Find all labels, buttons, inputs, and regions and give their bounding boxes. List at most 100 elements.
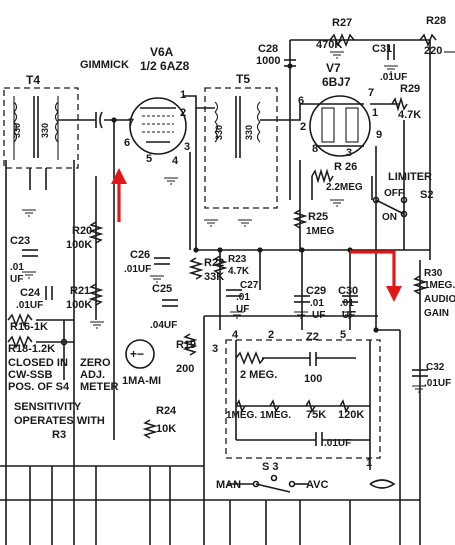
c25-label: C25 [152,283,172,295]
v7-pin-1: 1 [372,107,378,119]
transformer-t4 [3,87,79,169]
v7-pin-3: 3 [346,147,352,159]
r27-value: 470K [316,39,342,51]
r20-label: R20 [72,225,92,237]
r26-label: R 26 [334,161,357,173]
closed-line1: CLOSED IN [8,357,68,369]
z2-c-100: 100 [304,373,322,385]
r23-value: 4.7K [228,266,250,277]
c23-value-b: UF [10,274,23,285]
r25-label: R25 [308,211,328,223]
r26-value: 2.2MEG [326,182,363,193]
r21-label: R21 [70,285,90,297]
r27-label: R27 [332,17,352,29]
c32-label: C32 [426,362,445,373]
t4-coil-left: 330 [12,123,22,138]
annotation-arrow-up [111,168,127,222]
c26-value: .01UF [124,264,151,275]
c30-label: C30 [338,285,358,297]
r23-label: R23 [228,254,247,265]
zero-adj-line3: METER [80,381,119,393]
c31-label: C31 [372,43,392,55]
v7-pin-8: 8 [312,143,318,155]
c32-value: .01UF [424,378,451,389]
c29-label: C29 [306,285,326,297]
v6a-pin-1: 1 [180,89,186,101]
t5-coil-left: 330 [214,125,224,140]
c28-value: 1000 [256,55,280,67]
z2-r-2meg: 2 MEG. [240,369,277,381]
r24-value: 10K [156,423,176,435]
v6a-label: V6A [150,45,174,59]
c27-label: C27 [240,280,259,291]
v6a-pin-5: 5 [146,153,152,165]
s2-on-label: ON [382,212,397,223]
switch-s3 [228,474,396,493]
v6a-pin-2: 2 [180,107,186,119]
z2-pin-2: 2 [268,329,274,341]
c27-value-a: .01 [236,292,250,303]
z2-r-75k: 75K [306,409,326,421]
c23-label: C23 [10,235,30,247]
tube-v6a [129,97,187,155]
limiter-label: LIMITER [388,171,432,183]
sensitivity-line1: SENSITIVITY [14,401,82,413]
r29-label: R29 [400,83,420,95]
transformer-t5 [204,87,278,209]
r20-value: 100K [66,239,92,251]
c28-label: C28 [258,43,278,55]
r21-value: 100K [66,299,92,311]
v6a-type: 1/2 6AZ8 [140,59,190,73]
tube-v7 [309,95,371,157]
r24-label: R24 [156,405,177,417]
r19-label: R19 [176,339,196,351]
c24-value: .01UF [16,300,43,311]
r22-value: 33K [204,271,224,283]
c29-value-a: .01 [310,298,324,309]
t4-coil-right: 330 [40,123,50,138]
r28-value: 220 [424,45,442,57]
closed-line3: POS. OF S4 [8,381,70,393]
v6a-pin-7: 7 [128,117,134,129]
c25-value: .04UF [150,320,177,331]
c29-value-b: UF [312,310,325,321]
z2-r-1meg-b: 1MEG. [260,410,291,421]
v7-label: V7 [326,61,341,75]
sensitivity-line2: OPERATES WITH [14,415,105,427]
r25-value: 1MEG [306,226,335,237]
annotation-arrow-down [350,250,402,302]
gimmick-label: GIMMICK [80,59,129,71]
v7-pin-7: 7 [368,87,374,99]
c31-value: .01UF [380,72,407,83]
c30-value-a: .01 [340,298,354,309]
ground-symbols [22,51,455,393]
z2-r-1meg-a: 1MEG. [226,410,257,421]
z2-pin-1: 1 [366,457,372,469]
components: +− [7,32,437,439]
r30-label: R30 [424,268,443,279]
z2-c-01uf: .01UF [324,438,351,449]
v6a-pin-4: 4 [172,155,179,167]
r28-label: R28 [426,15,446,27]
closed-line2: CW-SSB [8,369,52,381]
meter-symbol: +− [130,347,144,361]
z2-pin-5: 5 [340,329,346,341]
meter-label: 1MA-MI [122,375,161,387]
t5-coil-right: 330 [244,125,254,140]
s3-man-label: MAN [216,479,241,491]
t5-label: T5 [236,72,250,86]
r30-gain: GAIN [424,308,449,319]
v6a-pin-3: 3 [184,141,190,153]
c24-label: C24 [20,287,41,299]
zero-adj-line2: ADJ. [80,369,105,381]
c23-value-a: .01 [10,262,24,273]
network-z2 [225,339,381,470]
z2-pin-4: 4 [232,329,239,341]
v7-pin-2: 2 [300,121,306,133]
s3-avc-label: AVC [306,479,328,491]
c30-value-b: UF [342,310,355,321]
sensitivity-line3: R3 [52,429,66,441]
z2-label: Z2 [306,331,319,343]
r18-label: R18-1.2K [8,343,55,355]
